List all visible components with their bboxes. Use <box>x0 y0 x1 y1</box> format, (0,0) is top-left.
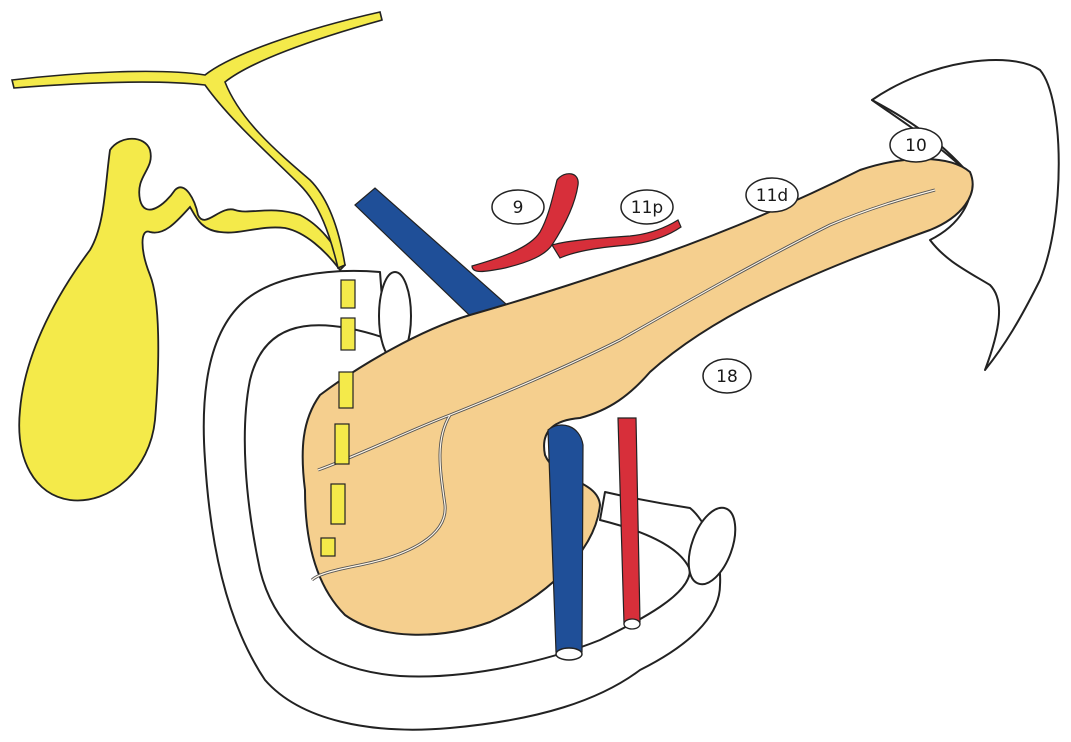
common-hepatic-duct <box>12 12 382 268</box>
svg-text:11p: 11p <box>631 198 663 218</box>
sma-end-opening <box>624 619 640 629</box>
smv-end-opening <box>556 648 582 660</box>
svg-text:11d: 11d <box>756 186 788 206</box>
station-10-label: 10 <box>890 128 942 162</box>
svg-text:10: 10 <box>905 136 927 156</box>
superior-mesenteric-artery <box>618 418 640 624</box>
station-9-label: 9 <box>492 190 544 224</box>
svg-text:9: 9 <box>513 198 524 218</box>
superior-mesenteric-vein <box>548 425 583 660</box>
station-11p-label: 11p <box>621 190 673 224</box>
station-11d-label: 11d <box>746 178 798 212</box>
svg-text:18: 18 <box>716 367 738 387</box>
station-18-label: 18 <box>703 359 751 393</box>
